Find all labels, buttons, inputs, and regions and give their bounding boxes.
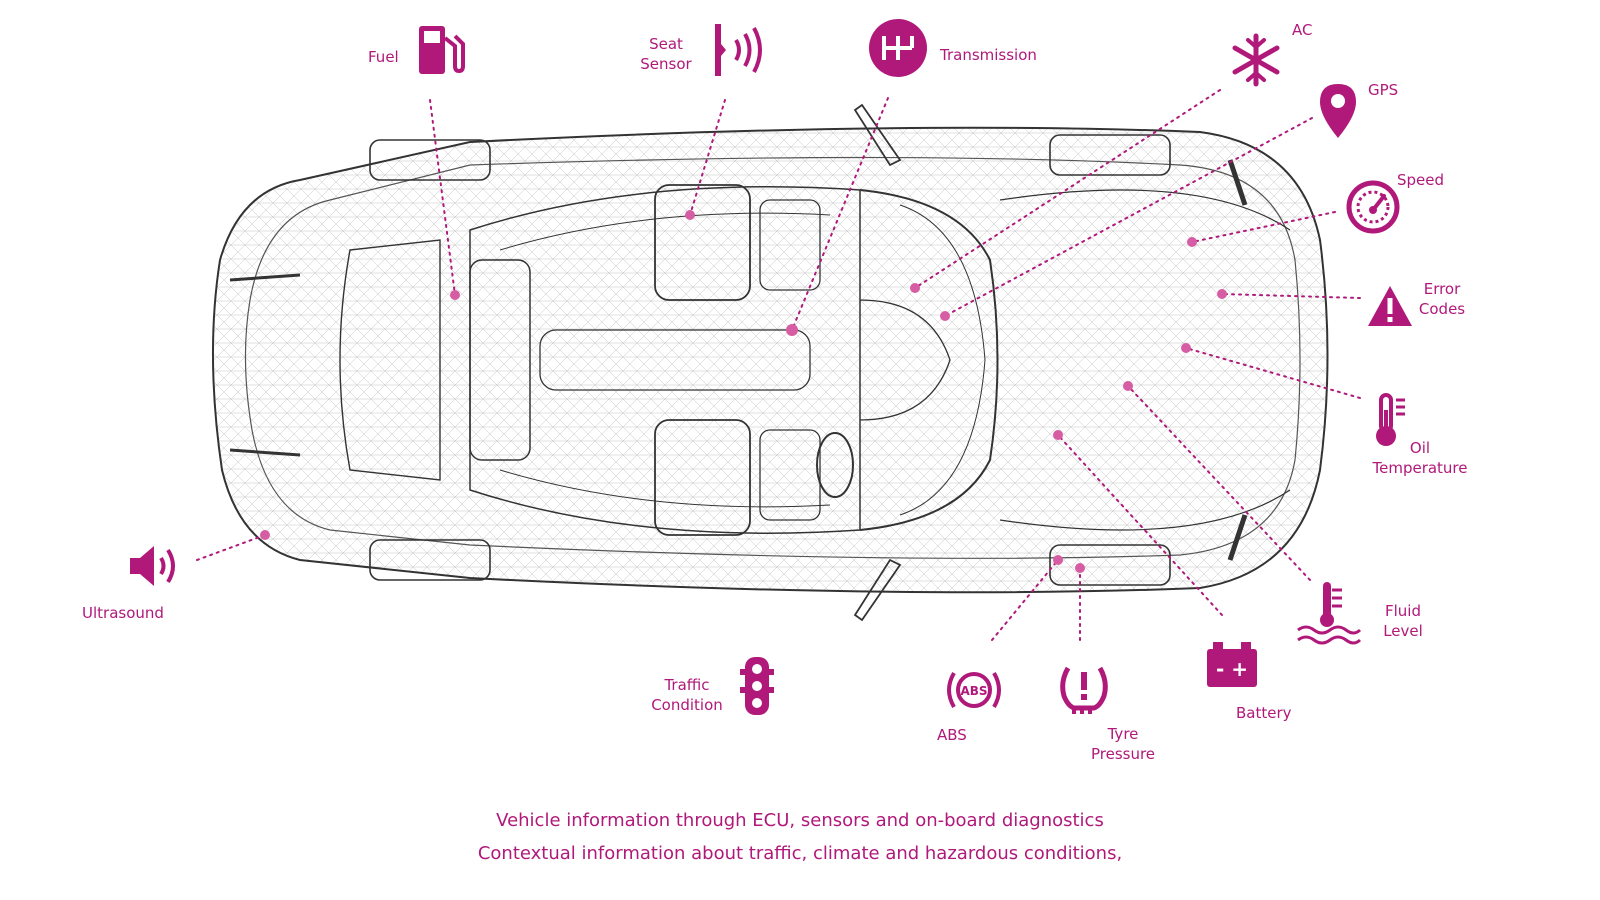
fuel-pump-icon xyxy=(419,26,465,74)
coolant-level-icon xyxy=(1297,582,1362,645)
gear-shift-icon xyxy=(869,19,927,77)
label-transmission: Transmission xyxy=(940,46,1037,64)
snowflake-icon xyxy=(1232,33,1280,87)
thermometer-icon xyxy=(1376,393,1405,446)
label-speed: Speed xyxy=(1397,171,1445,189)
label-oil-temperature: Oil Temperature xyxy=(1372,439,1468,477)
label-error-codes: Error Codes xyxy=(1418,280,1466,318)
svg-text:- +: - + xyxy=(1216,657,1248,681)
label-fuel: Fuel xyxy=(368,48,399,66)
label-seat-sensor: Seat Sensor xyxy=(640,35,692,73)
caption-line-2: Contextual information about traffic, cl… xyxy=(477,843,1123,864)
speedometer-icon xyxy=(1346,180,1400,234)
label-fluid-level: Fluid Level xyxy=(1383,602,1423,640)
label-battery: Battery xyxy=(1236,704,1292,722)
label-ac: AC xyxy=(1292,21,1313,39)
label-tyre-pressure: Tyre Pressure xyxy=(1090,725,1156,763)
traffic-light-icon xyxy=(740,657,774,715)
svg-text:ABS: ABS xyxy=(960,684,987,698)
warning-triangle-icon xyxy=(1368,286,1412,326)
label-traffic-condition: Traffic Condition xyxy=(651,676,723,714)
speaker-icon xyxy=(130,546,175,586)
battery-icon: - + xyxy=(1207,642,1257,687)
label-gps: GPS xyxy=(1368,81,1399,99)
label-ultrasound: Ultrasound xyxy=(82,604,164,622)
seat-sensor-icon xyxy=(715,24,762,76)
caption-line-1: Vehicle information through ECU, sensors… xyxy=(496,810,1104,831)
tyre-pressure-icon xyxy=(1060,666,1108,714)
label-abs: ABS xyxy=(937,726,967,744)
abs-icon: ABS xyxy=(947,671,1001,709)
map-pin-icon xyxy=(1320,84,1356,138)
